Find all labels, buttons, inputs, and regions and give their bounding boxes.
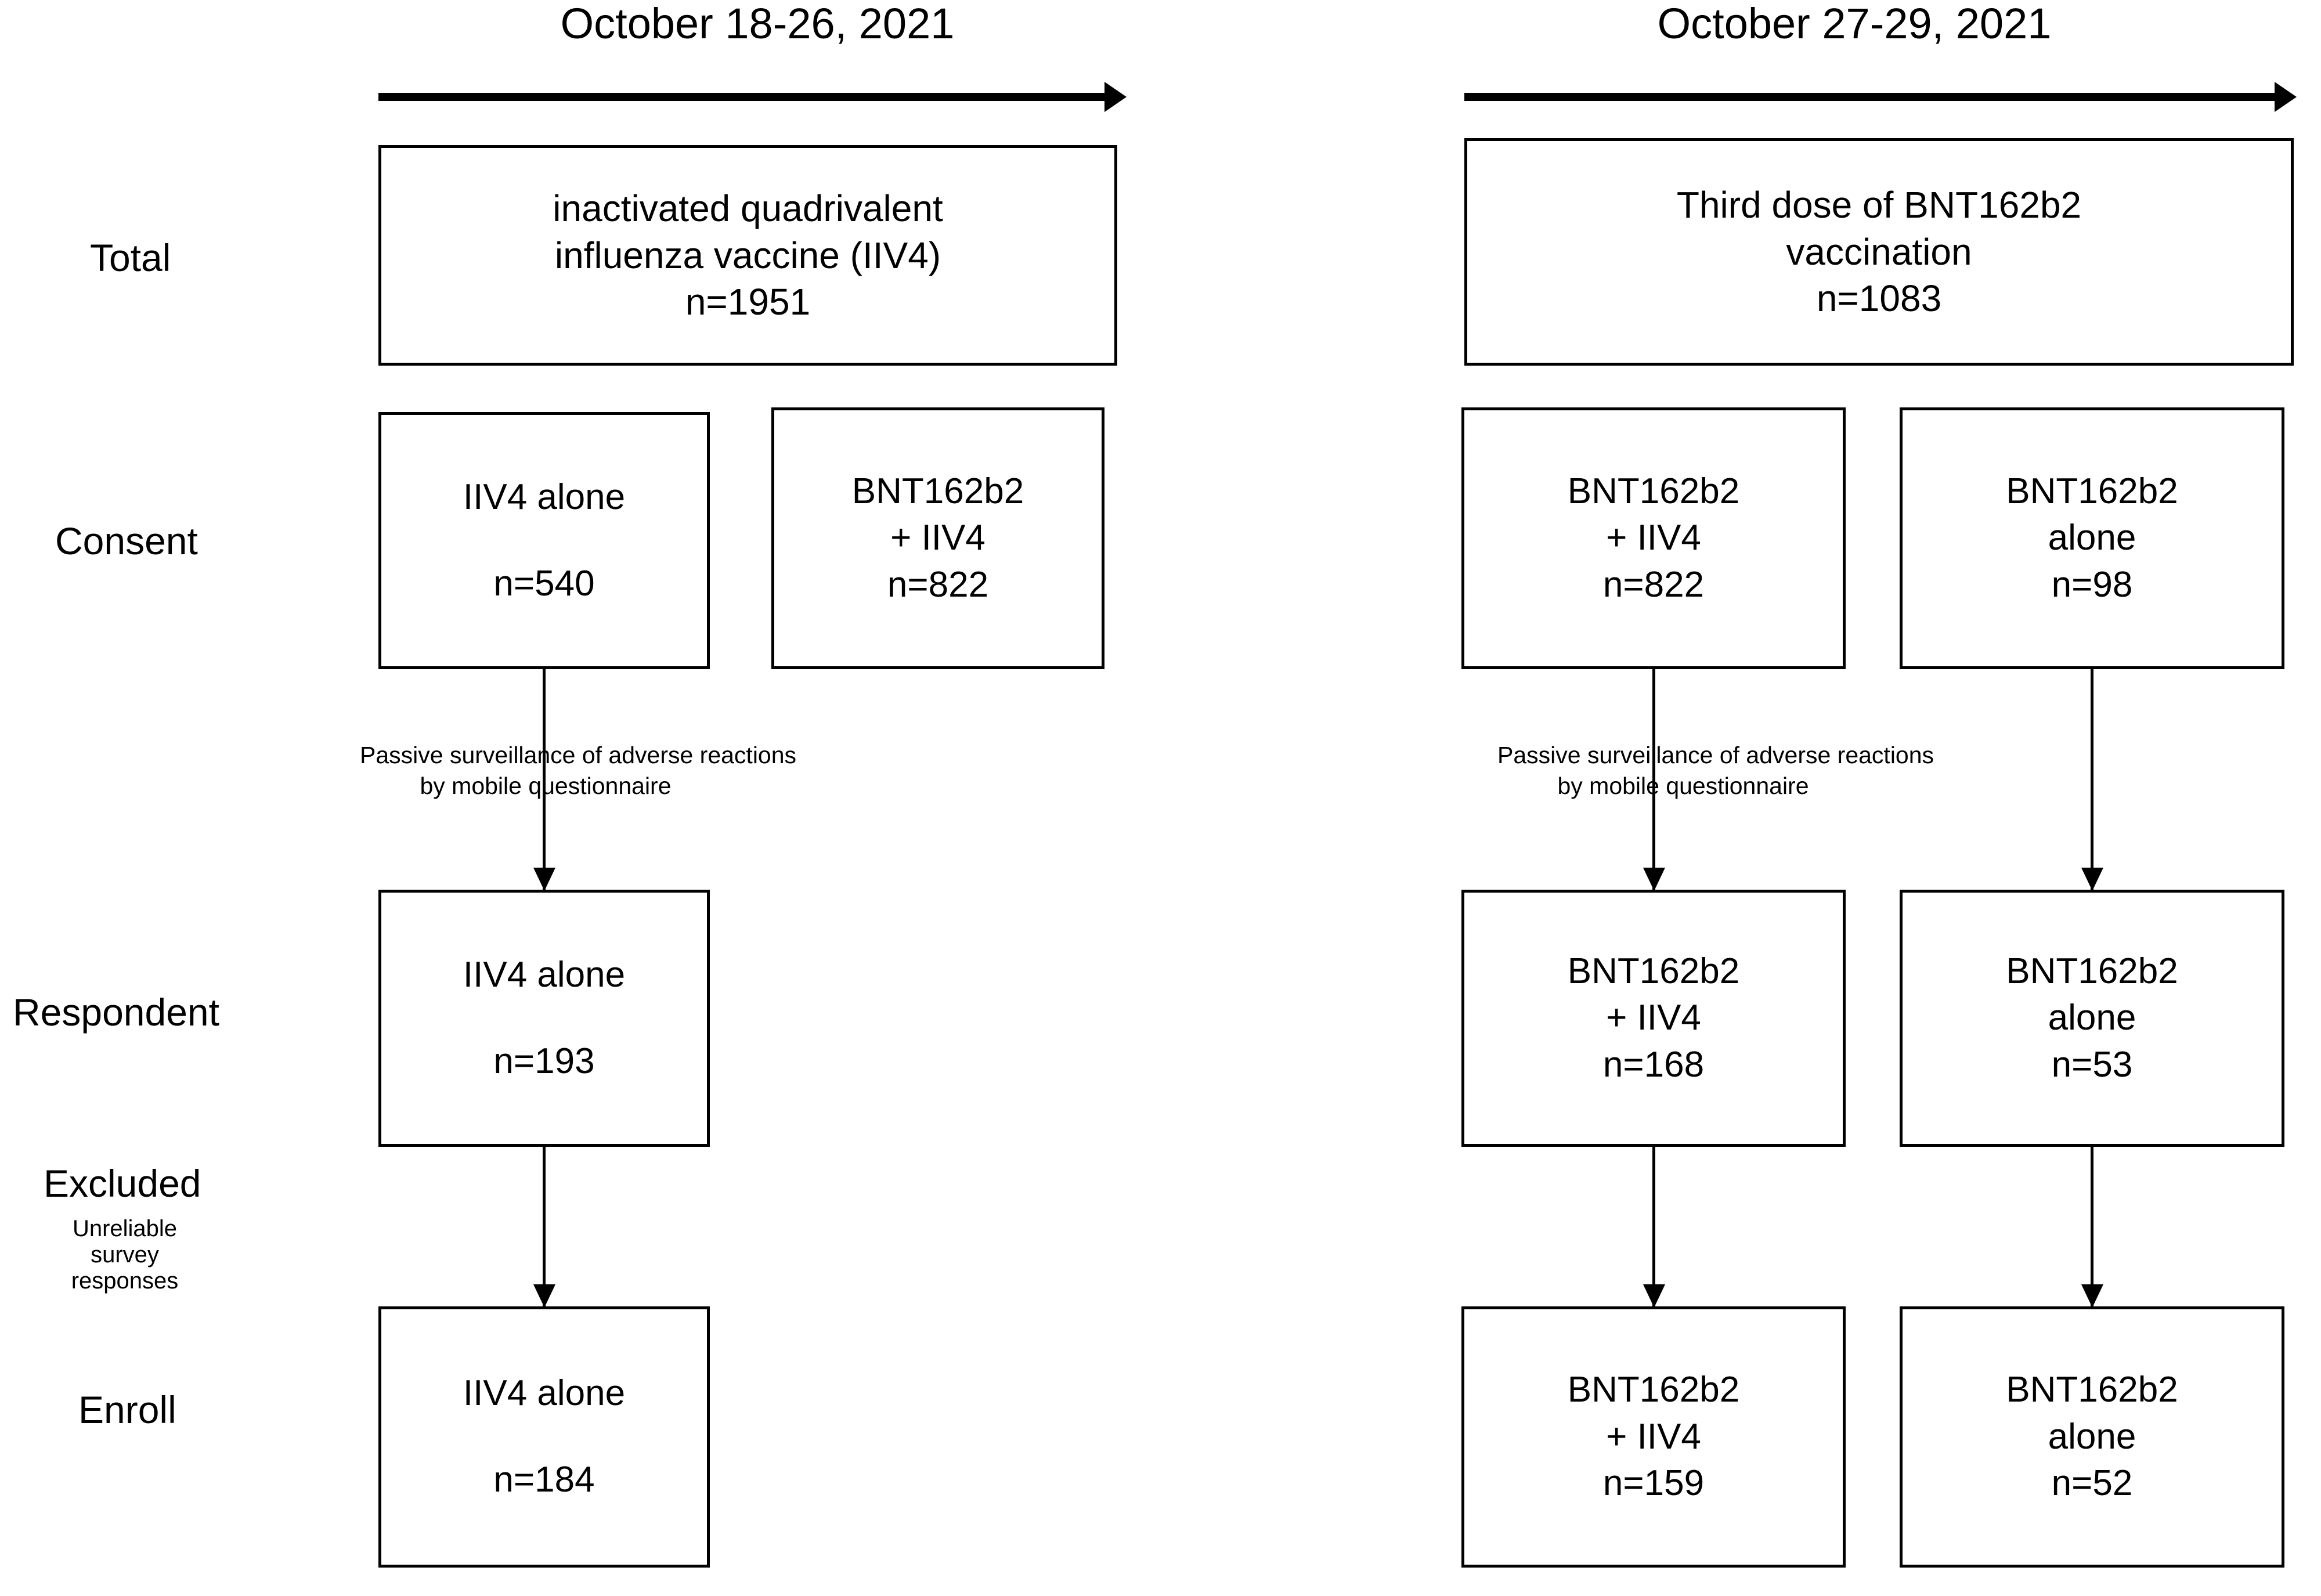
surveillance-note-line-2: by mobile questionnaire: [1557, 772, 1809, 800]
connector-right-consent-b-to-respondent-b: [2081, 669, 2103, 891]
node-right-enroll-bnt-alone: BNT162b2 alone n=52: [1900, 1306, 2284, 1568]
node-left-consent-bnt-plus-iiv4: BNT162b2 + IIV4 n=822: [771, 407, 1104, 669]
node-count: n=822: [887, 564, 989, 605]
node-count: n=184: [493, 1460, 595, 1500]
node-right-respondent-bnt-plus-iiv4: BNT162b2 + IIV4 n=168: [1461, 890, 1846, 1147]
surveillance-note-line-1: Passive surveillance of adverse reaction…: [360, 742, 797, 768]
node-line-1: BNT162b2: [2006, 1370, 2178, 1410]
node-line-2: alone: [2048, 998, 2136, 1038]
node-line-1: BNT162b2: [851, 471, 1024, 511]
arrow-head-icon: [2275, 82, 2297, 112]
node-line-2: + IIV4: [1606, 998, 1701, 1038]
surveillance-note-right: Passive surveillance of adverse reaction…: [1497, 740, 1934, 802]
node-count: n=193: [493, 1041, 595, 1081]
node-line-1: BNT162b2: [1567, 1370, 1740, 1410]
node-line-1: IIV4 alone: [463, 1373, 626, 1414]
node-count: n=52: [2051, 1463, 2133, 1504]
row-label-respondent: Respondent: [13, 991, 219, 1034]
node-count: n=822: [1602, 564, 1705, 605]
connector-left-consent-to-respondent: [533, 669, 555, 891]
node-count: n=98: [2051, 564, 2133, 605]
period-title-left: October 18-26, 2021: [560, 0, 955, 48]
arrow-head-icon: [533, 868, 555, 891]
row-label-total: Total: [90, 236, 171, 279]
arrow-head-icon: [2081, 868, 2103, 891]
node-count: n=168: [1602, 1044, 1705, 1085]
arrow-head-icon: [533, 1284, 555, 1308]
node-count: n=1083: [1816, 277, 1942, 320]
arrow-head-icon: [2081, 1284, 2103, 1308]
row-label-excluded: Excluded: [44, 1162, 201, 1205]
node-line-2: vaccination: [1786, 230, 1972, 273]
timeline-arrow-left: [378, 82, 1127, 112]
surveillance-note-line-2: by mobile questionnaire: [420, 772, 672, 800]
node-right-consent-bnt-alone: BNT162b2 alone n=98: [1900, 407, 2284, 669]
surveillance-note-left: Passive surveillance of adverse reaction…: [360, 740, 797, 802]
node-count: n=540: [493, 563, 595, 604]
node-line-1: BNT162b2: [1567, 471, 1740, 511]
connector-right-respondent-a-to-enroll-a: [1643, 1147, 1665, 1308]
node-line-2: + IIV4: [1606, 1416, 1701, 1457]
node-line-2: + IIV4: [1606, 518, 1701, 558]
node-count: n=53: [2051, 1044, 2133, 1085]
node-line-2: + IIV4: [890, 518, 986, 558]
node-count: n=159: [1602, 1463, 1705, 1504]
node-line-1: Third dose of BNT162b2: [1676, 184, 2082, 226]
row-label-consent: Consent: [55, 519, 198, 562]
node-left-respondent-iiv4-alone: IIV4 alone n=193: [378, 890, 710, 1147]
row-label-enroll: Enroll: [78, 1388, 176, 1431]
node-count: n=1951: [685, 281, 811, 323]
connector-right-consent-a-to-respondent-a: [1643, 669, 1665, 891]
connector-left-respondent-to-enroll: [533, 1147, 555, 1308]
node-line-2: alone: [2048, 1416, 2136, 1457]
arrow-head-icon: [1643, 1284, 1665, 1308]
node-right-total: Third dose of BNT162b2 vaccination n=108…: [1464, 138, 2294, 366]
arrow-head-icon: [1104, 82, 1127, 112]
node-line-2: influenza vaccine (IIV4): [554, 234, 941, 276]
node-left-enroll-iiv4-alone: IIV4 alone n=184: [378, 1306, 710, 1568]
node-right-respondent-bnt-alone: BNT162b2 alone n=53: [1900, 890, 2284, 1147]
node-line-2: alone: [2048, 518, 2136, 558]
row-label-excluded-reason: Unreliable survey responses: [71, 1216, 179, 1294]
node-line-1: inactivated quadrivalent: [553, 187, 943, 230]
timeline-arrow-right: [1464, 82, 2297, 112]
connector-right-respondent-b-to-enroll-b: [2081, 1147, 2103, 1308]
node-left-total: inactivated quadrivalent influenza vacci…: [378, 145, 1117, 366]
node-line-1: BNT162b2: [1567, 951, 1740, 991]
surveillance-note-line-1: Passive surveillance of adverse reaction…: [1497, 742, 1934, 768]
node-left-consent-iiv4-alone: IIV4 alone n=540: [378, 412, 710, 669]
node-line-1: IIV4 alone: [463, 954, 626, 995]
node-line-1: IIV4 alone: [463, 476, 626, 517]
node-line-1: BNT162b2: [2006, 471, 2178, 511]
node-line-1: BNT162b2: [2006, 951, 2178, 991]
period-title-right: October 27-29, 2021: [1657, 0, 2052, 48]
arrow-head-icon: [1643, 868, 1665, 891]
node-right-enroll-bnt-plus-iiv4: BNT162b2 + IIV4 n=159: [1461, 1306, 1846, 1568]
node-right-consent-bnt-plus-iiv4: BNT162b2 + IIV4 n=822: [1461, 407, 1846, 669]
